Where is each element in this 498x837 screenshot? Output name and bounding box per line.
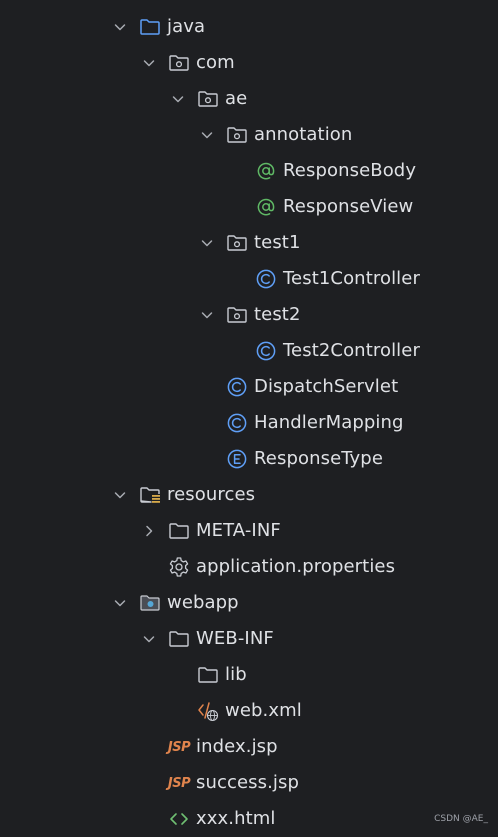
tree-item-label: WEB-INF (196, 628, 274, 649)
tree-item-label: resources (167, 484, 256, 505)
chevron-down-icon[interactable] (199, 117, 215, 153)
tree-item-label: META-INF (196, 520, 281, 541)
source-folder-icon (139, 9, 161, 45)
class-icon (226, 369, 248, 405)
gear-icon (168, 549, 190, 585)
tree-item-label: DispatchServlet (254, 376, 399, 397)
tree-row-com[interactable]: com (0, 45, 498, 81)
tree-row-resources[interactable]: resources (0, 477, 498, 513)
tree-item-label: ae (225, 88, 248, 109)
tree-row-test1[interactable]: test1 (0, 225, 498, 261)
folder-icon (197, 657, 219, 693)
tree-item-label: webapp (167, 592, 239, 613)
tree-item-label: index.jsp (196, 736, 278, 757)
tree-row-test2controller[interactable]: Test2Controller (0, 333, 498, 369)
tree-row-responsetype[interactable]: ResponseType (0, 441, 498, 477)
tree-item-label: ResponseView (283, 196, 414, 217)
tree-row-lib[interactable]: lib (0, 657, 498, 693)
html-icon (168, 801, 190, 837)
chevron-down-icon[interactable] (141, 45, 157, 81)
tree-row-index-jsp[interactable]: JSP index.jsp (0, 729, 498, 765)
tree-item-label: success.jsp (196, 772, 300, 793)
tree-row-xxx-html[interactable]: xxx.html (0, 801, 498, 837)
resources-folder-icon (139, 477, 161, 513)
package-icon (226, 117, 248, 153)
tree-row-meta-inf[interactable]: META-INF (0, 513, 498, 549)
folder-icon (168, 621, 190, 657)
xml-icon (197, 693, 219, 729)
tree-row-test1controller[interactable]: Test1Controller (0, 261, 498, 297)
web-folder-icon (139, 585, 161, 621)
annotation-icon (255, 189, 277, 225)
tree-item-label: test1 (254, 232, 301, 253)
chevron-down-icon[interactable] (112, 585, 128, 621)
annotation-icon (255, 153, 277, 189)
watermark: CSDN @AE_ (434, 814, 488, 824)
chevron-down-icon[interactable] (170, 81, 186, 117)
tree-item-label: java (167, 16, 206, 37)
chevron-right-icon[interactable] (141, 513, 157, 549)
tree-item-label: test2 (254, 304, 301, 325)
tree-row-test2[interactable]: test2 (0, 297, 498, 333)
tree-item-label: com (196, 52, 235, 73)
enum-icon (226, 441, 248, 477)
tree-item-label: lib (225, 664, 247, 685)
class-icon (226, 405, 248, 441)
package-icon (226, 297, 248, 333)
tree-item-label: HandlerMapping (254, 412, 404, 433)
jsp-glyph: JSP (167, 739, 191, 755)
tree-row-annotation[interactable]: annotation (0, 117, 498, 153)
tree-item-label: ResponseBody (283, 160, 417, 181)
jsp-icon: JSP (167, 729, 191, 765)
tree-item-label: Test2Controller (283, 340, 420, 361)
tree-item-label: xxx.html (196, 808, 276, 829)
chevron-down-icon[interactable] (112, 9, 128, 45)
chevron-down-icon[interactable] (141, 621, 157, 657)
class-icon (255, 261, 277, 297)
jsp-glyph: JSP (167, 775, 191, 791)
tree-row-web-xml[interactable]: web.xml (0, 693, 498, 729)
tree-row-web-inf[interactable]: WEB-INF (0, 621, 498, 657)
chevron-down-icon[interactable] (199, 225, 215, 261)
class-icon (255, 333, 277, 369)
tree-row-handlermapping[interactable]: HandlerMapping (0, 405, 498, 441)
tree-row-ae[interactable]: ae (0, 81, 498, 117)
package-icon (226, 225, 248, 261)
tree-row-responseview[interactable]: ResponseView (0, 189, 498, 225)
tree-item-label: ResponseType (254, 448, 383, 469)
tree-row-dispatchservlet[interactable]: DispatchServlet (0, 369, 498, 405)
jsp-icon: JSP (167, 765, 191, 801)
folder-icon (168, 513, 190, 549)
tree-row-success-jsp[interactable]: JSP success.jsp (0, 765, 498, 801)
tree-row-webapp[interactable]: webapp (0, 585, 498, 621)
tree-item-label: Test1Controller (283, 268, 420, 289)
tree-item-label: web.xml (225, 700, 302, 721)
tree-row-responsebody[interactable]: ResponseBody (0, 153, 498, 189)
chevron-down-icon[interactable] (112, 477, 128, 513)
tree-item-label: annotation (254, 124, 353, 145)
package-icon (197, 81, 219, 117)
tree-item-label: application.properties (196, 556, 396, 577)
tree-row-application-properties[interactable]: application.properties (0, 549, 498, 585)
chevron-down-icon[interactable] (199, 297, 215, 333)
package-icon (168, 45, 190, 81)
tree-row-java[interactable]: java (0, 9, 498, 45)
